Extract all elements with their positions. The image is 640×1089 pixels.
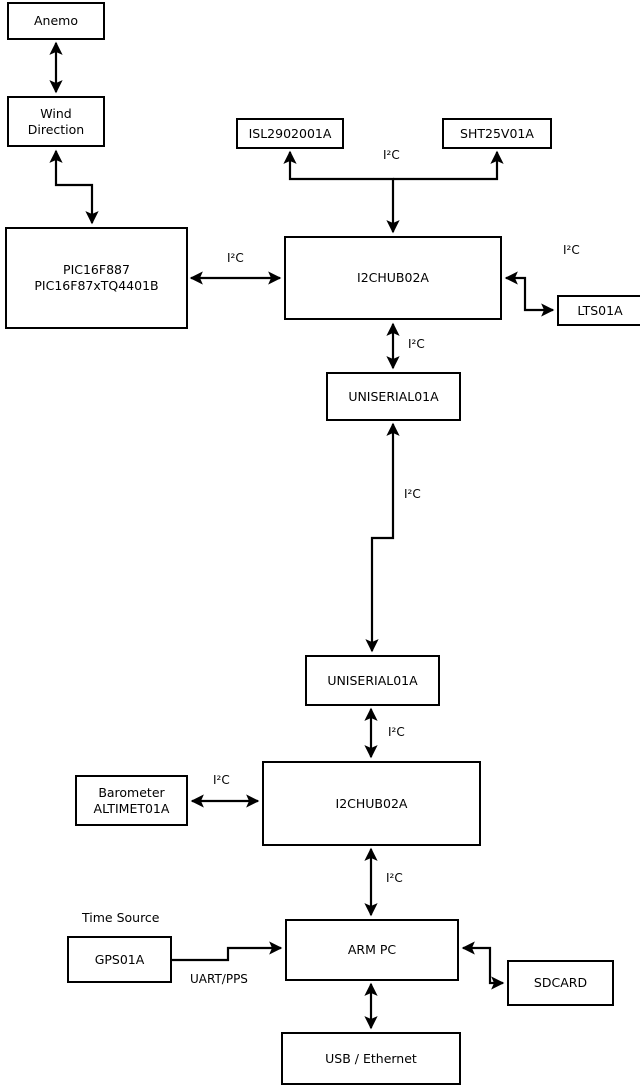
node-i2chub02a-top-label: I2CHUB02A xyxy=(357,270,429,285)
node-uniserial01a-top-label: UNISERIAL01A xyxy=(348,388,439,404)
edge-label-i2c-hub-lts: I²C xyxy=(563,243,580,257)
edge-label-i2c-pic-hub: I²C xyxy=(227,251,244,265)
connector-winddir-pic xyxy=(49,149,99,225)
edge-label-i2c-hub-armpc: I²C xyxy=(386,871,403,885)
node-i2chub02a-bottom[interactable]: I2CHUB02A xyxy=(262,761,481,846)
node-wind-direction-label: Wind Direction xyxy=(27,105,85,137)
connector-hubtop-sht xyxy=(393,150,504,181)
node-sht25v01a-label: SHT25V01A xyxy=(460,125,534,141)
node-uniserial01a-bottom-label: UNISERIAL01A xyxy=(327,672,418,688)
edge-label-i2c-barometer-hub: I²C xyxy=(213,773,230,787)
node-gps01a-label: GPS01A xyxy=(94,951,145,967)
node-usb-ethernet-label: USB / Ethernet xyxy=(325,1050,417,1066)
node-anemo[interactable]: Anemo xyxy=(7,2,105,40)
node-barometer-altimet01a-label: Barometer ALTIMET01A xyxy=(93,784,170,816)
connector-armpc-sdcard xyxy=(461,941,505,990)
connector-uniserial-link xyxy=(365,422,400,653)
edge-label-i2c-sensor-bus: I²C xyxy=(383,148,400,162)
node-sht25v01a[interactable]: SHT25V01A xyxy=(442,118,552,149)
node-barometer-altimet01a[interactable]: Barometer ALTIMET01A xyxy=(75,775,188,826)
node-i2chub02a-top[interactable]: I2CHUB02A xyxy=(284,236,502,320)
node-isl2902001a[interactable]: ISL2902001A xyxy=(236,118,344,149)
node-uniserial01a-bottom[interactable]: UNISERIAL01A xyxy=(305,655,440,706)
node-wind-direction[interactable]: Wind Direction xyxy=(7,96,105,147)
node-lts01a-label: LTS01A xyxy=(577,302,623,318)
label-time-source: Time Source xyxy=(82,910,160,925)
edge-label-uart-pps: UART/PPS xyxy=(190,972,248,986)
node-lts01a[interactable]: LTS01A xyxy=(557,295,640,326)
node-gps01a[interactable]: GPS01A xyxy=(67,936,172,983)
node-uniserial01a-top[interactable]: UNISERIAL01A xyxy=(326,372,461,421)
connector-hubtop-isl xyxy=(283,150,400,234)
edge-label-i2c-hub-uniserial: I²C xyxy=(408,337,425,351)
edge-label-i2c-uniserial-link: I²C xyxy=(404,487,421,501)
node-pic-mcu[interactable]: PIC16F887 PIC16F87xTQ4401B xyxy=(5,227,188,329)
node-pic-mcu-label: PIC16F887 PIC16F87xTQ4401B xyxy=(34,262,159,293)
node-i2chub02a-bottom-label: I2CHUB02A xyxy=(335,795,408,811)
node-usb-ethernet[interactable]: USB / Ethernet xyxy=(281,1032,461,1085)
node-arm-pc-label: ARM PC xyxy=(347,942,397,957)
edge-label-i2c-uniserial-hub: I²C xyxy=(388,725,405,739)
node-sdcard-label: SDCARD xyxy=(533,975,588,990)
node-arm-pc[interactable]: ARM PC xyxy=(285,919,459,981)
node-anemo-label: Anemo xyxy=(34,13,78,28)
node-isl2902001a-label: ISL2902001A xyxy=(248,125,332,141)
node-sdcard[interactable]: SDCARD xyxy=(507,960,614,1006)
connector-gps-armpc xyxy=(172,941,283,962)
connector-hubtop-lts xyxy=(504,271,555,317)
